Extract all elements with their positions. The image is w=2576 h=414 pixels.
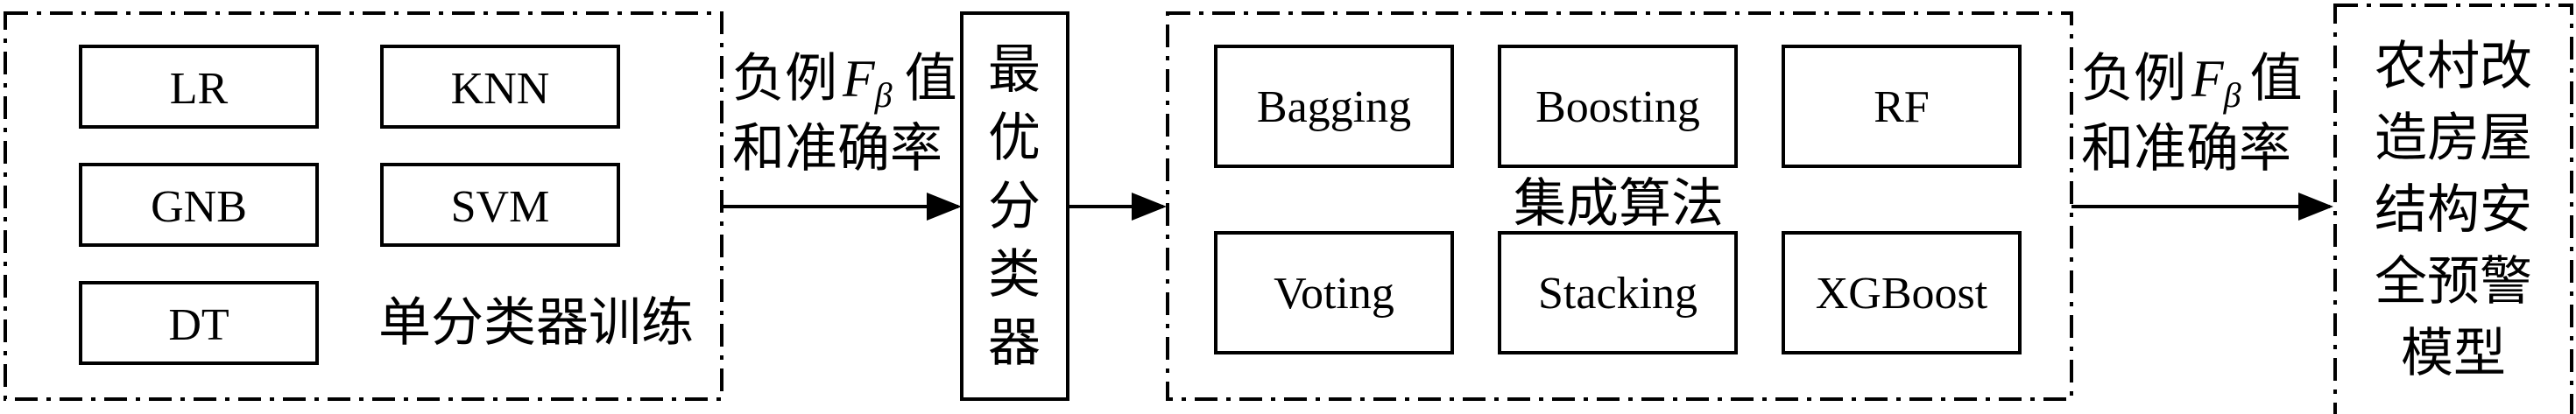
best-classifier-char-5: 器 <box>988 314 1041 372</box>
svm-label: SVM <box>451 182 550 232</box>
final-model-line-1: 农村改 <box>2375 38 2532 95</box>
bagging-box <box>1214 45 1454 168</box>
final-model-line-3: 结构安 <box>2375 181 2532 239</box>
single-classifier-title: 单分类器训练 <box>378 294 694 352</box>
boosting-box <box>1498 45 1738 168</box>
final-model-line-4: 全预警 <box>2375 253 2532 311</box>
gnb-box <box>79 163 319 247</box>
final-model-line-2: 造房屋 <box>2375 109 2532 167</box>
best-classifier-char-4: 类 <box>988 246 1041 304</box>
best-classifier-char-1: 最 <box>988 41 1041 99</box>
lr-box <box>79 45 319 129</box>
xgboost-label: XGBoost <box>1816 269 1988 319</box>
arrow1-label-line2: 和准确率 <box>732 120 942 178</box>
dt-box <box>79 281 319 365</box>
knn-label: KNN <box>451 64 550 114</box>
ensemble-title: 集成算法 <box>1514 175 1724 233</box>
stacking-label: Stacking <box>1538 269 1697 319</box>
stacking-box <box>1498 231 1738 354</box>
xgboost-box <box>1782 231 2022 354</box>
best-classifier-char-3: 分 <box>988 178 1041 235</box>
rf-label: RF <box>1874 82 1930 132</box>
boosting-label: Boosting <box>1535 82 1700 132</box>
knn-box <box>380 45 620 129</box>
final-model-line-5: 模型 <box>2401 325 2506 382</box>
voting-box <box>1214 231 1454 354</box>
lr-label: LR <box>170 64 229 114</box>
rf-box <box>1782 45 2022 168</box>
ensemble-group <box>1166 11 2073 401</box>
bagging-label: Bagging <box>1257 82 1411 132</box>
arrow3-label-line2: 和准确率 <box>2081 120 2291 178</box>
voting-label: Voting <box>1274 269 1394 319</box>
best-classifier-char-2: 优 <box>988 109 1041 167</box>
final-model-group <box>2333 4 2573 414</box>
svm-box <box>380 163 620 247</box>
dt-label: DT <box>168 300 229 350</box>
gnb-label: GNB <box>151 182 247 232</box>
